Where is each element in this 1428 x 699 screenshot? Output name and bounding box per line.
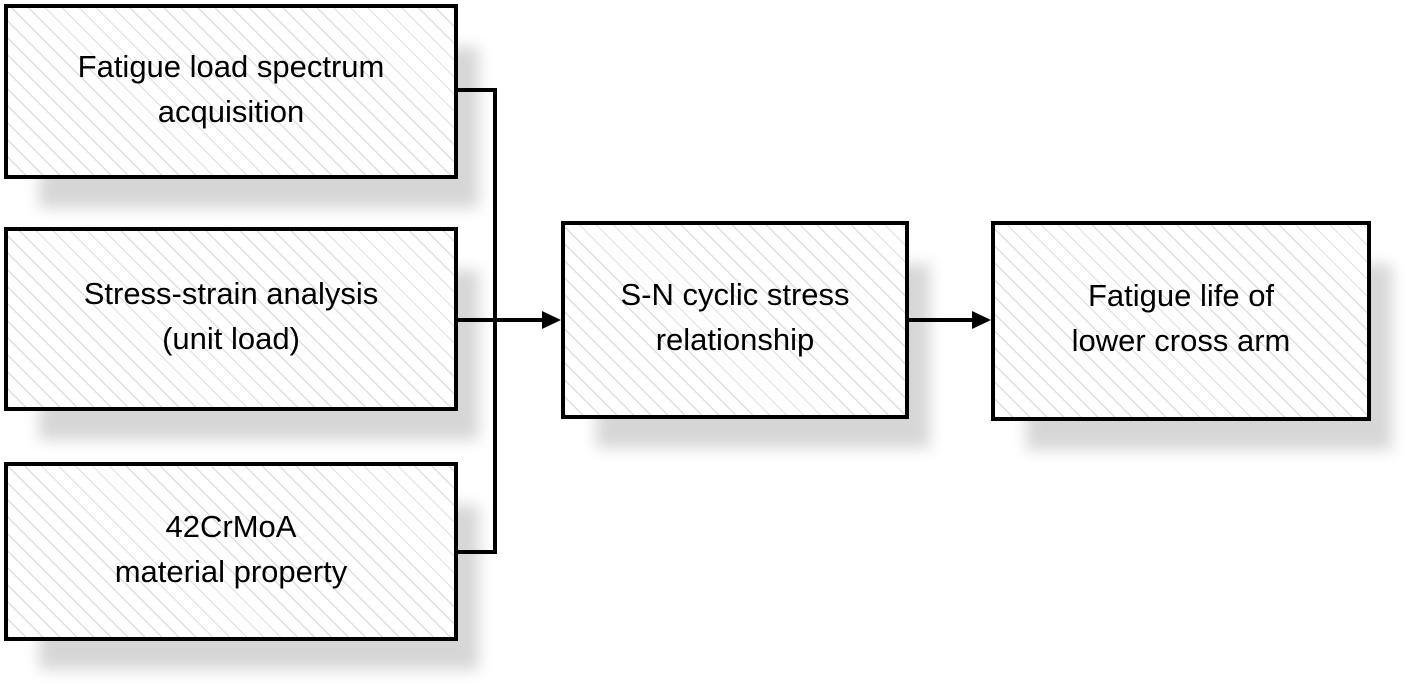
- node-label-line: Stress-strain analysis: [83, 276, 379, 311]
- node-label-line: acquisition: [157, 93, 305, 129]
- arrowhead-right-icon: [542, 311, 561, 329]
- node-label-line: lower cross arm: [1071, 323, 1291, 358]
- node-42crmoa-material-property: 42CrMoA material property: [4, 462, 458, 641]
- node-label: Fatigue load spectrum acquisition: [78, 44, 385, 134]
- node-label: Stress-strain analysis (unit load): [84, 271, 379, 361]
- node-label: 42CrMoA material property: [115, 504, 348, 594]
- node-stress-strain-analysis: Stress-strain analysis (unit load): [4, 227, 458, 411]
- node-sn-cyclic-stress-relationship: S-N cyclic stress relationship: [561, 221, 909, 419]
- node-label-line: relationship: [655, 322, 815, 357]
- node-label-line: material property: [114, 553, 348, 589]
- connector-from-fatigue-load-spectrum: [458, 88, 497, 92]
- node-label-line: S-N cyclic stress: [620, 277, 850, 312]
- node-fatigue-load-spectrum-acquisition: Fatigue load spectrum acquisition: [4, 4, 458, 179]
- connector-to-fatigue-life: [909, 318, 973, 322]
- connector-from-material-property: [457, 550, 497, 554]
- node-label-line: (unit load): [162, 321, 300, 356]
- node-label: Fatigue life of lower cross arm: [1072, 273, 1291, 363]
- node-fatigue-life-lower-cross-arm: Fatigue life of lower cross arm: [991, 221, 1371, 421]
- connector-to-sn-cyclic-stress: [458, 318, 544, 322]
- node-label-line: 42CrMoA: [165, 508, 297, 544]
- node-label-line: Fatigue load spectrum: [77, 48, 385, 84]
- node-label-line: Fatigue life of: [1087, 278, 1275, 313]
- arrowhead-right-icon: [972, 311, 991, 329]
- node-label: S-N cyclic stress relationship: [620, 272, 849, 362]
